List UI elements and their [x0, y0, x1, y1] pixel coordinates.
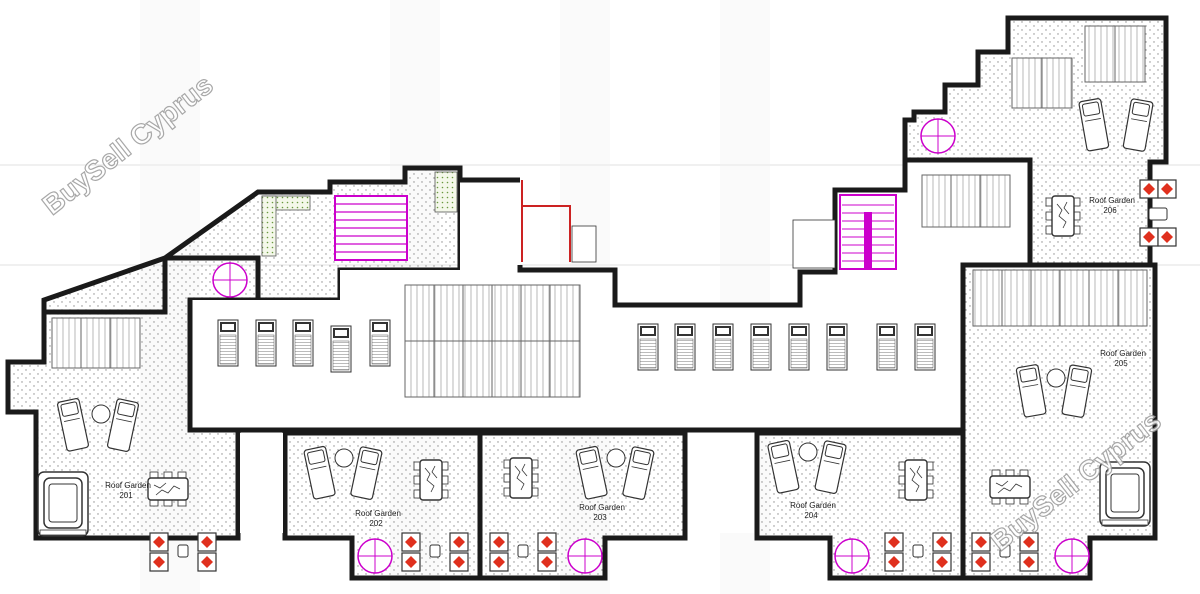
central-pergola: [404, 284, 581, 398]
room-label-206-number: 206: [1103, 206, 1117, 215]
room-label-202-name: Roof Garden: [355, 509, 401, 518]
room-label-204-number: 204: [804, 511, 818, 520]
room-label-206-name: Roof Garden: [1089, 196, 1135, 205]
room-label-203-number: 203: [593, 513, 607, 522]
room-label-201-number: 201: [119, 491, 133, 500]
room-label-201-name: Roof Garden: [105, 481, 151, 490]
unit-204: [754, 430, 966, 581]
planter: [261, 195, 277, 257]
room-label-203-name: Roof Garden: [579, 503, 625, 512]
room-labels: Roof Garden 201 Roof Garden 202 Roof Gar…: [105, 196, 1146, 528]
pergola: [51, 317, 141, 369]
skylight: [334, 195, 408, 261]
unit-203: [477, 430, 688, 581]
corridor: [688, 433, 754, 533]
corridor: [240, 433, 283, 533]
unit-206: [902, 15, 1177, 268]
vent-icon: [212, 262, 248, 298]
unit-205: [960, 262, 1158, 581]
room-label-202-number: 202: [369, 519, 383, 528]
unit-202: [282, 430, 483, 581]
room-label-205-name: Roof Garden: [1100, 349, 1146, 358]
planter: [434, 171, 458, 213]
room-label-205-number: 205: [1114, 359, 1128, 368]
staircase: [839, 194, 897, 270]
room-label-204-name: Roof Garden: [790, 501, 836, 510]
